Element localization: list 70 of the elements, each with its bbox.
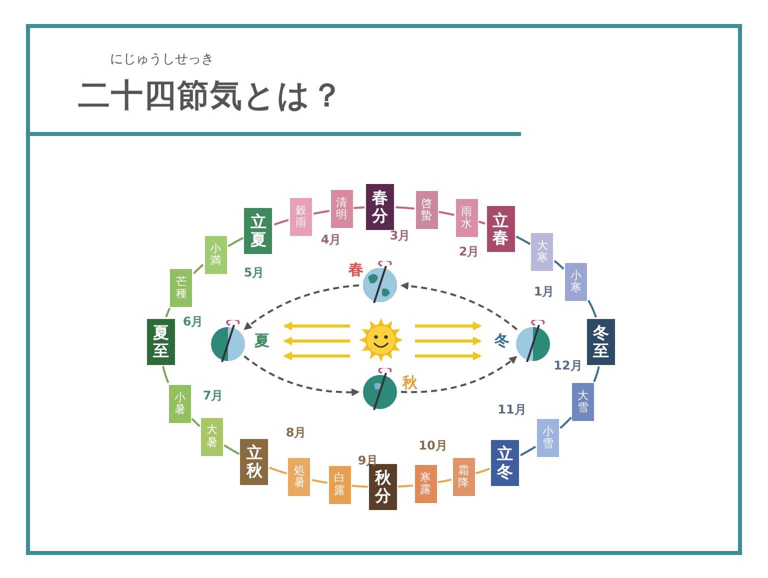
solar-term-box: 白露	[328, 466, 351, 504]
solar-term-box: 穀雨	[290, 198, 312, 236]
dashed-arrow	[400, 356, 518, 394]
orbit-line	[165, 308, 171, 318]
orbit-line	[353, 206, 365, 210]
orbit-line	[274, 219, 289, 226]
title: 二十四節気とは？	[78, 75, 344, 116]
solar-term-box: 芒種	[170, 269, 192, 308]
season-label: 夏	[254, 332, 270, 350]
solar-term-box: 大雪	[572, 383, 594, 422]
orbit-line	[438, 210, 455, 216]
solar-term-box: 立冬	[491, 440, 520, 486]
solar-term-box: 雨水	[456, 199, 478, 238]
solar-term-box: 立夏	[244, 208, 272, 254]
month-label: 6月	[182, 314, 204, 330]
orbit-line	[520, 446, 536, 456]
season-label: 春	[348, 260, 364, 280]
solar-term-box: 処暑	[288, 458, 310, 496]
orbit-line	[588, 300, 597, 318]
orbit-line	[476, 468, 490, 474]
orbit-line	[224, 444, 240, 455]
sun-icon	[358, 317, 404, 363]
solar-term-box: 立春	[486, 206, 515, 252]
orbit-line	[352, 484, 368, 488]
solar-term-box: 霜降	[452, 458, 475, 496]
furigana-label: にじゅうしせっき	[110, 51, 214, 68]
orbit-line	[395, 206, 415, 210]
orbit-line	[593, 366, 600, 382]
solar-term-box: 啓蟄	[416, 191, 438, 230]
solar-term-box: 大暑	[200, 418, 223, 456]
dashed-arrow	[244, 355, 360, 396]
orbit-line	[312, 478, 328, 484]
orbit-line	[478, 220, 486, 225]
month-label: 8月	[286, 424, 306, 442]
solar-term-box: 春分	[366, 184, 394, 230]
orbit-line	[438, 478, 452, 484]
solar-term-box: 小満	[204, 236, 227, 274]
month-label: 2月	[458, 244, 480, 260]
dashed-arrow	[244, 284, 360, 330]
solar-term-box: 小寒	[565, 263, 588, 302]
season-label: 秋	[402, 374, 418, 392]
solar-term-box: 秋分	[368, 464, 397, 510]
orbit-line	[162, 366, 170, 384]
orbit-line	[191, 418, 200, 428]
orbit-line	[516, 236, 531, 245]
season-label: 冬	[494, 332, 510, 350]
month-label: 1月	[534, 284, 554, 300]
solar-term-box: 大寒	[531, 232, 554, 271]
solar-term-box: 小暑	[168, 384, 191, 423]
orbit-line	[313, 210, 330, 215]
month-label: 3月	[390, 228, 410, 244]
orbit-line	[228, 237, 244, 248]
solar-term-box: 寒露	[414, 465, 437, 504]
month-label: 4月	[320, 232, 342, 248]
month-label: 5月	[244, 264, 264, 282]
orbit-line	[554, 260, 564, 270]
solar-term-box: 冬至	[586, 318, 615, 365]
solar-term-box: 立秋	[240, 438, 268, 485]
month-label: 12月	[554, 358, 582, 374]
orbit-line	[269, 466, 288, 474]
solar-term-box: 清明	[330, 190, 353, 228]
orbit-line	[560, 416, 572, 429]
month-label: 7月	[202, 388, 224, 404]
solar-term-box: 小雪	[536, 419, 559, 458]
orbit-line	[193, 264, 204, 274]
dashed-arrow	[400, 282, 518, 330]
orbit-line	[398, 484, 414, 488]
month-label: 10月	[418, 438, 448, 454]
month-label: 11月	[498, 402, 526, 418]
solar-term-box: 夏至	[147, 319, 176, 365]
